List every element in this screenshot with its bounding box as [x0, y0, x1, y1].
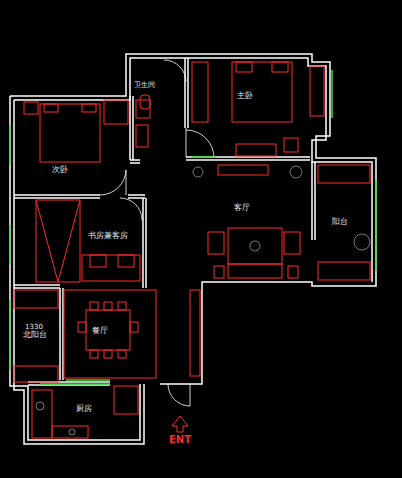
dimension-label: 1330: [25, 323, 43, 330]
room-label: 卫生间: [134, 82, 155, 89]
room-label: 次卧: [52, 166, 68, 174]
room-label: 客厅: [234, 204, 250, 212]
room-label: 阳台: [332, 218, 348, 226]
room-label: 书房兼客房: [88, 232, 128, 240]
room-label: 厨房: [76, 405, 92, 413]
room-label: 北阳台: [23, 331, 47, 339]
entrance-label: ENT: [169, 435, 191, 445]
room-label: 主卧: [237, 92, 253, 100]
room-label: 餐厅: [92, 327, 108, 335]
